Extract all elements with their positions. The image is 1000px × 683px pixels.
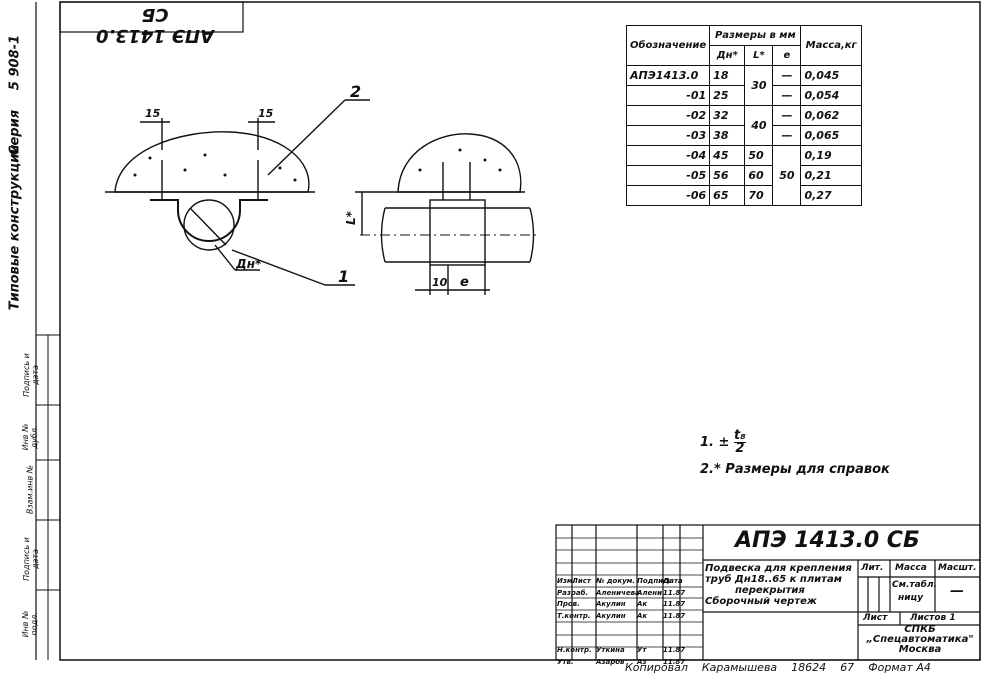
table-row: -03 38 — 0,065: [625, 125, 862, 146]
signature-row: Разраб. Аленичева Алени 11.87: [557, 588, 686, 597]
footer: Копировал Карамышева 18624 67 Формат А4: [625, 661, 931, 674]
signature-header: Изм. Лист № докум. Подпись Дата: [557, 577, 683, 585]
scale-label: Масшт.: [938, 563, 977, 573]
mass-value2: ницу: [898, 593, 924, 603]
label-L: L*: [344, 210, 358, 225]
table-row: -01 25 — 0,054: [625, 85, 862, 106]
mass-value: См.табл.: [892, 580, 937, 590]
callout-1: 1: [338, 267, 349, 286]
dim-15-left: 15: [145, 107, 161, 120]
lit-label: Лит.: [861, 563, 884, 573]
label-dn: Дн*: [235, 257, 262, 271]
callout-2: 2: [350, 82, 361, 101]
col-designation: Обозначение: [625, 25, 711, 66]
note-2: 2.* Размеры для справок: [700, 462, 890, 477]
signature-table: Изм. Лист № докум. Подпись Дата Разраб. …: [557, 576, 703, 668]
table-row: -04 45 50 50 0,19: [625, 145, 862, 206]
table-row: АПЭ1413.0 18 30 — 0,045: [625, 65, 862, 106]
dimensions-table: Обозначение Размеры в мм Масса,кг Дн* L*…: [625, 25, 862, 206]
mass-label: Масса: [895, 563, 927, 573]
title-description: Подвеска для крепления труб Дн18..65 к п…: [705, 563, 852, 607]
table-row: -05 56 60 0,21: [625, 165, 862, 186]
col-mass: Масса,кг: [800, 25, 862, 66]
title-code: АПЭ 1413.0 СБ: [735, 528, 920, 553]
table-row: -06 65 70 0,27: [625, 185, 862, 206]
signature-row: Т.контр. Акулин Ак 11.87: [557, 611, 686, 620]
dim-e: e: [460, 275, 469, 290]
signature-row: Утв. Азаров Аз 11.87: [557, 657, 686, 666]
table-row: -02 32 40 — 0,062: [625, 105, 862, 146]
note-1: 1. ± t₈ 2: [700, 428, 746, 456]
signature-row: Пров. Акулин Ак 11.87: [557, 600, 686, 608]
scale-value: —: [950, 583, 964, 599]
col-dn: Дн*: [709, 45, 746, 66]
sheets-label: Листов 1: [910, 613, 956, 623]
signature-row: Н.контр. Уткина Ут 11.87: [557, 646, 686, 654]
dim-10: 10: [432, 276, 448, 289]
dim-15-right: 15: [258, 107, 274, 120]
sheet-label: Лист: [863, 613, 888, 623]
organization: СПКБ „Спецавтоматика" Москва: [866, 624, 974, 655]
